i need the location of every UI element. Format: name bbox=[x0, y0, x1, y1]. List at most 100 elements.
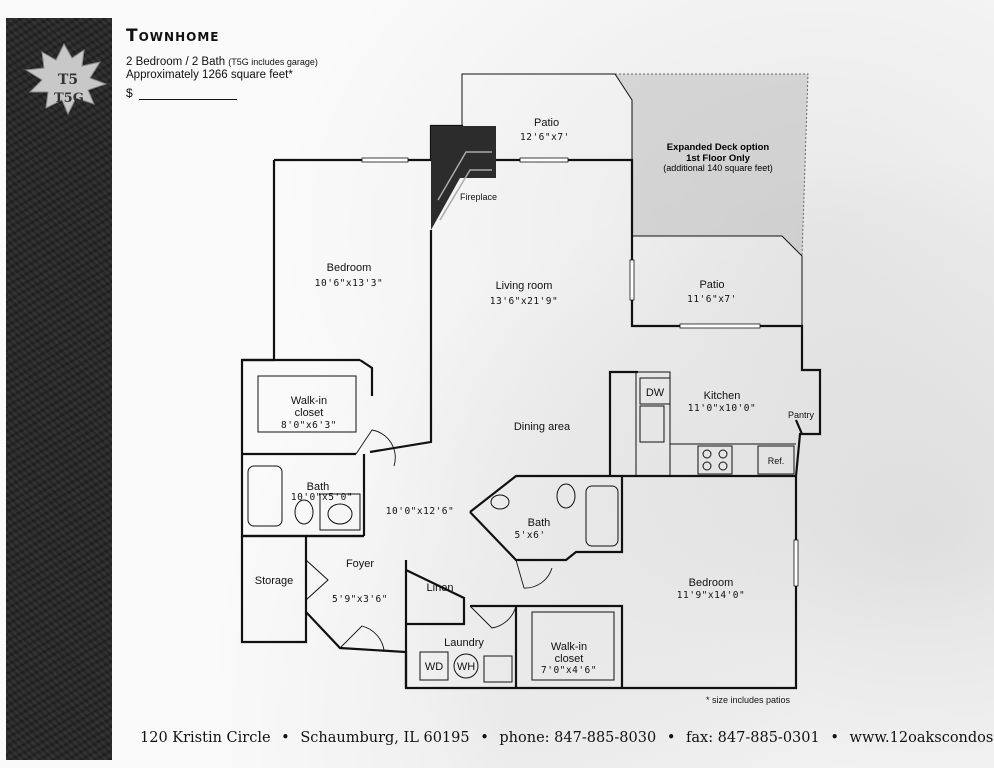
footer-fax: fax: 847-885-0301 bbox=[686, 730, 820, 746]
storage-label: Storage bbox=[255, 575, 294, 587]
burner-4 bbox=[718, 461, 728, 471]
kitchen-counter-wall bbox=[608, 370, 638, 476]
window-patio-right bbox=[679, 323, 761, 329]
fireplace-hearth bbox=[431, 126, 496, 230]
deck-line2: 1st Floor Only bbox=[686, 153, 751, 164]
patio-top-dims: 12'6"x7' bbox=[520, 132, 570, 143]
bath2-toilet bbox=[556, 483, 576, 509]
unit-type-note: (T5G includes garage) bbox=[228, 57, 318, 67]
walkin1-label-1: Walk-in bbox=[291, 395, 327, 407]
unit-type-main: 2 Bedroom / 2 Bath bbox=[126, 56, 226, 68]
fireplace-lines-2 bbox=[439, 169, 492, 221]
burner-2 bbox=[718, 449, 728, 459]
bullet-icon: • bbox=[666, 730, 676, 746]
living-dims: 13'6"x21'9" bbox=[490, 296, 558, 307]
bedroom1-wall bbox=[369, 230, 433, 454]
footnote: * size includes patios bbox=[706, 695, 791, 705]
laundry-label: Laundry bbox=[444, 637, 484, 649]
bedroom2-dims: 11'9"x14'0" bbox=[677, 590, 745, 601]
walkin1-right-wall bbox=[359, 359, 374, 396]
bullet-icon: • bbox=[281, 730, 290, 746]
window-living bbox=[519, 157, 569, 163]
footer-website: www.12oakscondos.com bbox=[849, 730, 994, 746]
deck-line1: Expanded Deck option bbox=[667, 142, 770, 153]
laundry-cabinet bbox=[483, 655, 513, 683]
linen-label: Linen bbox=[427, 582, 454, 594]
refrigerator-label: Ref. bbox=[768, 456, 785, 466]
walkin2-label-2: closet bbox=[555, 653, 584, 665]
water-heater-circle bbox=[453, 653, 479, 679]
price-symbol: $ bbox=[126, 86, 133, 100]
walkin1-label-2: closet bbox=[295, 407, 324, 419]
bath1-tub bbox=[247, 465, 283, 527]
footer-contact: 120 Kristin Circle • Schaumburg, IL 6019… bbox=[140, 730, 994, 746]
kitchen-counter bbox=[635, 371, 671, 477]
bath1-toilet bbox=[294, 499, 314, 525]
kitchen-label: Kitchen bbox=[704, 390, 741, 402]
walkin2-dims: 7'0"x4'6" bbox=[541, 665, 597, 676]
bath2-label: Bath bbox=[528, 517, 551, 529]
water-heater-label: WH bbox=[457, 661, 475, 673]
footer-city: Schaumburg, IL 60195 bbox=[300, 730, 470, 746]
deck-line3: (additional 140 square feet) bbox=[663, 163, 773, 173]
foyer-label: Foyer bbox=[346, 558, 374, 570]
walkin1-shelf bbox=[257, 375, 357, 433]
walkin1-dims: 8'0"x6'3" bbox=[281, 420, 337, 431]
pantry-wall bbox=[794, 419, 804, 435]
bath1-dims: 10'0"x5'0" bbox=[291, 492, 353, 503]
logo-t5: T5 bbox=[58, 72, 78, 88]
patio-right-dims: 11'6"x7' bbox=[687, 294, 737, 305]
hall-dims: 10'0"x12'6" bbox=[386, 506, 454, 517]
bath2-dims: 5'x6' bbox=[514, 530, 545, 541]
kitchen-dims: 11'0"x10'0" bbox=[688, 403, 756, 414]
bedroom1-door bbox=[355, 429, 396, 467]
bath2-tub bbox=[585, 485, 619, 547]
kitchen-sink bbox=[639, 405, 665, 443]
bedroom1-dims: 10'6"x13'3" bbox=[315, 278, 383, 289]
logo-t5g: T5G bbox=[54, 91, 84, 106]
bedroom2-label: Bedroom bbox=[689, 577, 734, 589]
patio-right-outline bbox=[632, 235, 803, 326]
bedroom1-label: Bedroom bbox=[327, 262, 372, 274]
washer-dryer-label: WD bbox=[425, 661, 443, 673]
foyer-dims: 5'9"x3'6" bbox=[332, 594, 388, 605]
window-living-side bbox=[629, 259, 635, 301]
foyer-door bbox=[305, 559, 329, 601]
dining-label: Dining area bbox=[514, 421, 571, 433]
bath1-vanity bbox=[319, 493, 361, 531]
burner-3 bbox=[702, 461, 712, 471]
expanded-deck-area bbox=[615, 74, 808, 256]
bath1-label: Bath bbox=[307, 481, 330, 493]
walkin2-shelf bbox=[531, 611, 615, 681]
header: Townhome 2 Bedroom / 2 Bath (T5G include… bbox=[126, 26, 318, 100]
window-bedroom1 bbox=[361, 157, 409, 163]
oak-leaf-logo: T5 T5G bbox=[24, 42, 108, 116]
living-label: Living room bbox=[496, 280, 553, 292]
walkin2-label-1: Walk-in bbox=[551, 641, 587, 653]
linen-wall bbox=[405, 569, 466, 626]
walkin2-wall bbox=[516, 604, 624, 688]
expanded-deck-boundary bbox=[615, 73, 809, 257]
washer-dryer-box bbox=[419, 651, 449, 681]
entry-door bbox=[339, 625, 385, 651]
refrigerator-box bbox=[757, 445, 795, 475]
patio-top-outline bbox=[461, 73, 633, 160]
fireplace-label: Fireplace bbox=[460, 192, 497, 202]
bullet-icon: • bbox=[830, 730, 839, 746]
patio-top-label: Patio bbox=[534, 117, 559, 129]
patio-right-label: Patio bbox=[699, 279, 724, 291]
footer-address: 120 Kristin Circle bbox=[140, 730, 271, 746]
storage-wall bbox=[240, 536, 308, 644]
burner-1 bbox=[702, 449, 712, 459]
pantry-label: Pantry bbox=[788, 410, 815, 420]
stove bbox=[697, 445, 733, 475]
decorative-side-strip bbox=[6, 18, 112, 760]
leaf-icon bbox=[24, 42, 108, 116]
bullet-icon: • bbox=[480, 730, 489, 746]
unit-type: 2 Bedroom / 2 Bath (T5G includes garage) bbox=[126, 56, 318, 69]
bath2-wall bbox=[469, 474, 624, 562]
price-blank bbox=[138, 89, 237, 100]
bath1-sink bbox=[327, 503, 353, 525]
hall-door bbox=[469, 605, 517, 629]
